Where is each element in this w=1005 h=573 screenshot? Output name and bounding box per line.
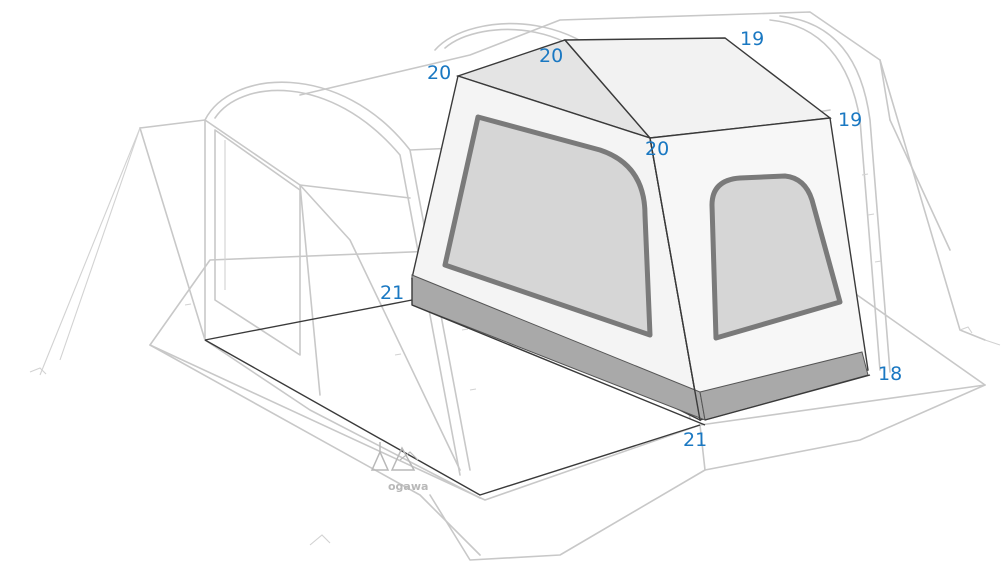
front-mesh-window — [442, 114, 653, 338]
side-mesh-window — [709, 173, 843, 341]
callout-21-left: 21 — [380, 282, 404, 304]
callout-19-top: 19 — [740, 28, 764, 50]
callout-labels: 20 20 20 19 19 21 21 18 — [380, 28, 902, 451]
callout-19-right: 19 — [838, 109, 862, 131]
callout-18: 18 — [878, 363, 902, 385]
logo-text: ogawa — [388, 480, 428, 493]
ogawa-logo: ogawa — [370, 442, 428, 493]
callout-20-top: 20 — [539, 45, 563, 67]
callout-20-mid: 20 — [645, 138, 669, 160]
callout-20-left: 20 — [427, 62, 451, 84]
inner-tent — [204, 37, 871, 496]
callout-21-bottom: 21 — [683, 429, 707, 451]
